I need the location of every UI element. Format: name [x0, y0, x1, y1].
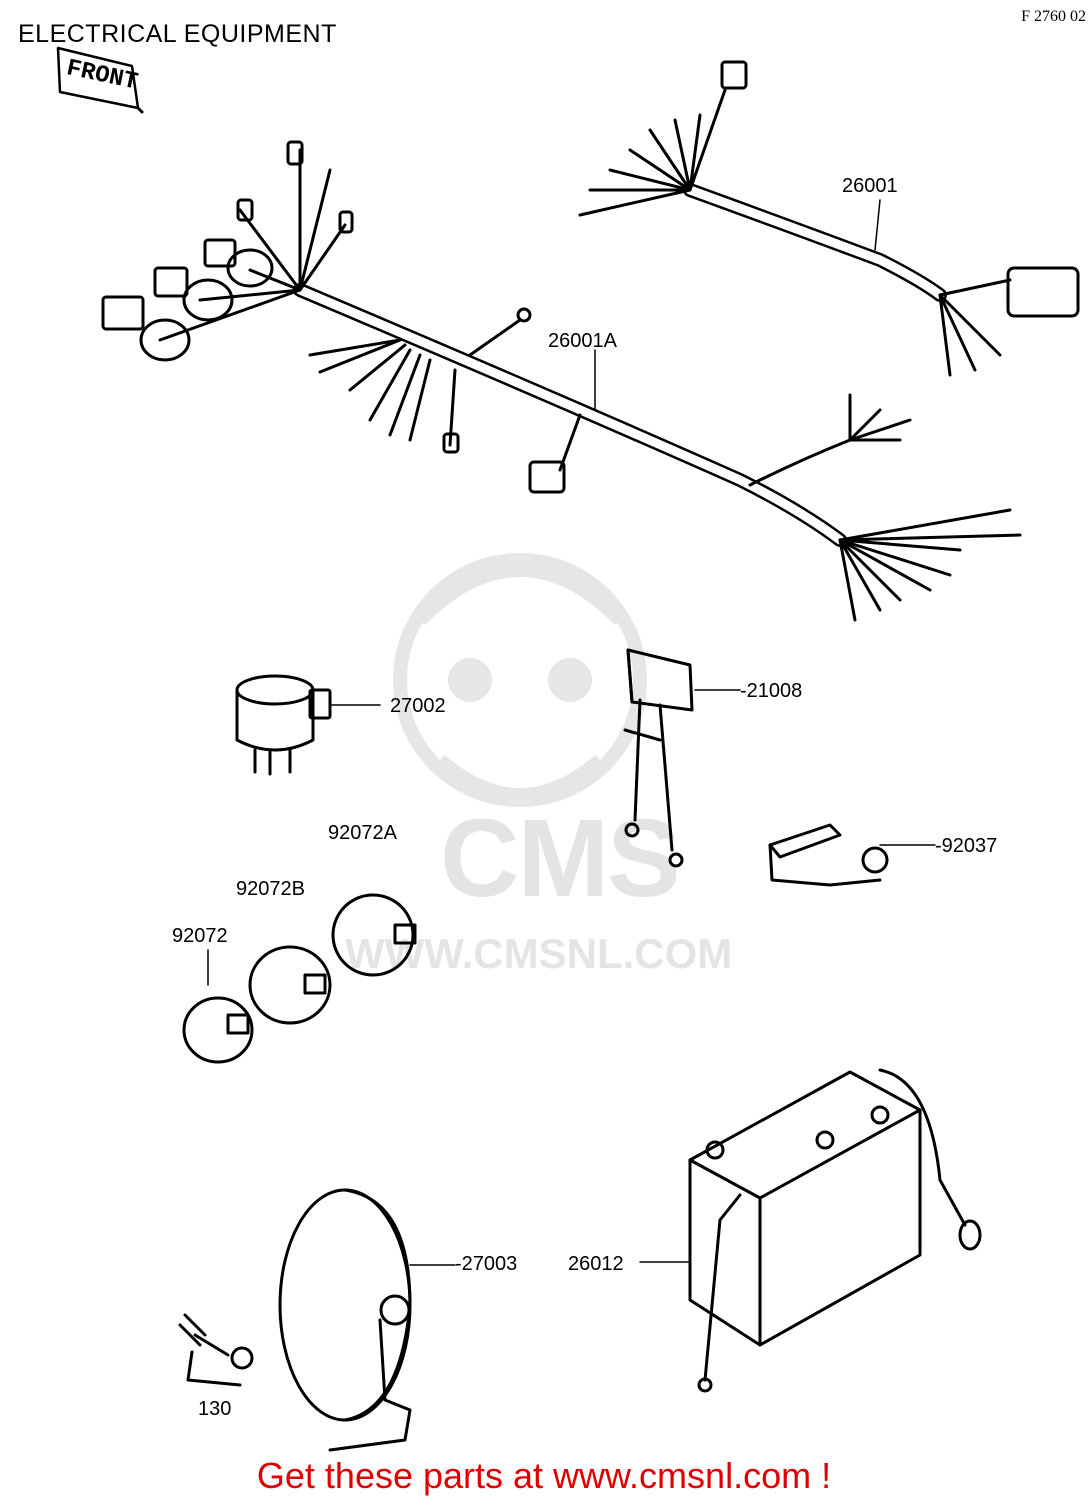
part-number-27002[interactable]: 27002	[390, 695, 446, 717]
bracket-92037	[768, 823, 889, 887]
clamps	[182, 893, 417, 1064]
part-number-92037[interactable]: -92037	[935, 835, 998, 857]
regulator-21008	[623, 648, 694, 868]
part-number-92072[interactable]: 92072	[172, 925, 228, 947]
part-number-130[interactable]: 130	[198, 1398, 232, 1420]
main-harness-26001a	[101, 140, 1022, 622]
promo-link[interactable]: Get these parts at www.cmsnl.com !	[256, 1455, 832, 1496]
part-number-92072b[interactable]: 92072B	[236, 878, 305, 900]
part-number-92072a[interactable]: 92072A	[328, 822, 397, 844]
bolt-130	[178, 1313, 254, 1387]
part-number-26001a[interactable]: 26001A	[548, 330, 617, 352]
watermark-logo: CMS	[440, 797, 680, 920]
part-number-26001[interactable]: 26001	[842, 175, 898, 197]
relay-27002	[235, 674, 332, 776]
front-tag: FRONT	[64, 55, 140, 96]
part-number-21008[interactable]: -21008	[740, 680, 803, 702]
part-number-27003[interactable]: -27003	[455, 1253, 518, 1275]
part-number-26012[interactable]: 26012	[568, 1253, 624, 1275]
sub-harness-26001	[578, 60, 1080, 377]
horn-27003	[278, 1188, 412, 1452]
front-tag-outline	[56, 46, 144, 114]
page-title: ELECTRICAL EQUIPMENT	[18, 20, 337, 48]
battery-26012	[688, 1068, 982, 1393]
leader-lines	[207, 199, 936, 1266]
drawing-code: F 2760 02	[1021, 8, 1086, 25]
